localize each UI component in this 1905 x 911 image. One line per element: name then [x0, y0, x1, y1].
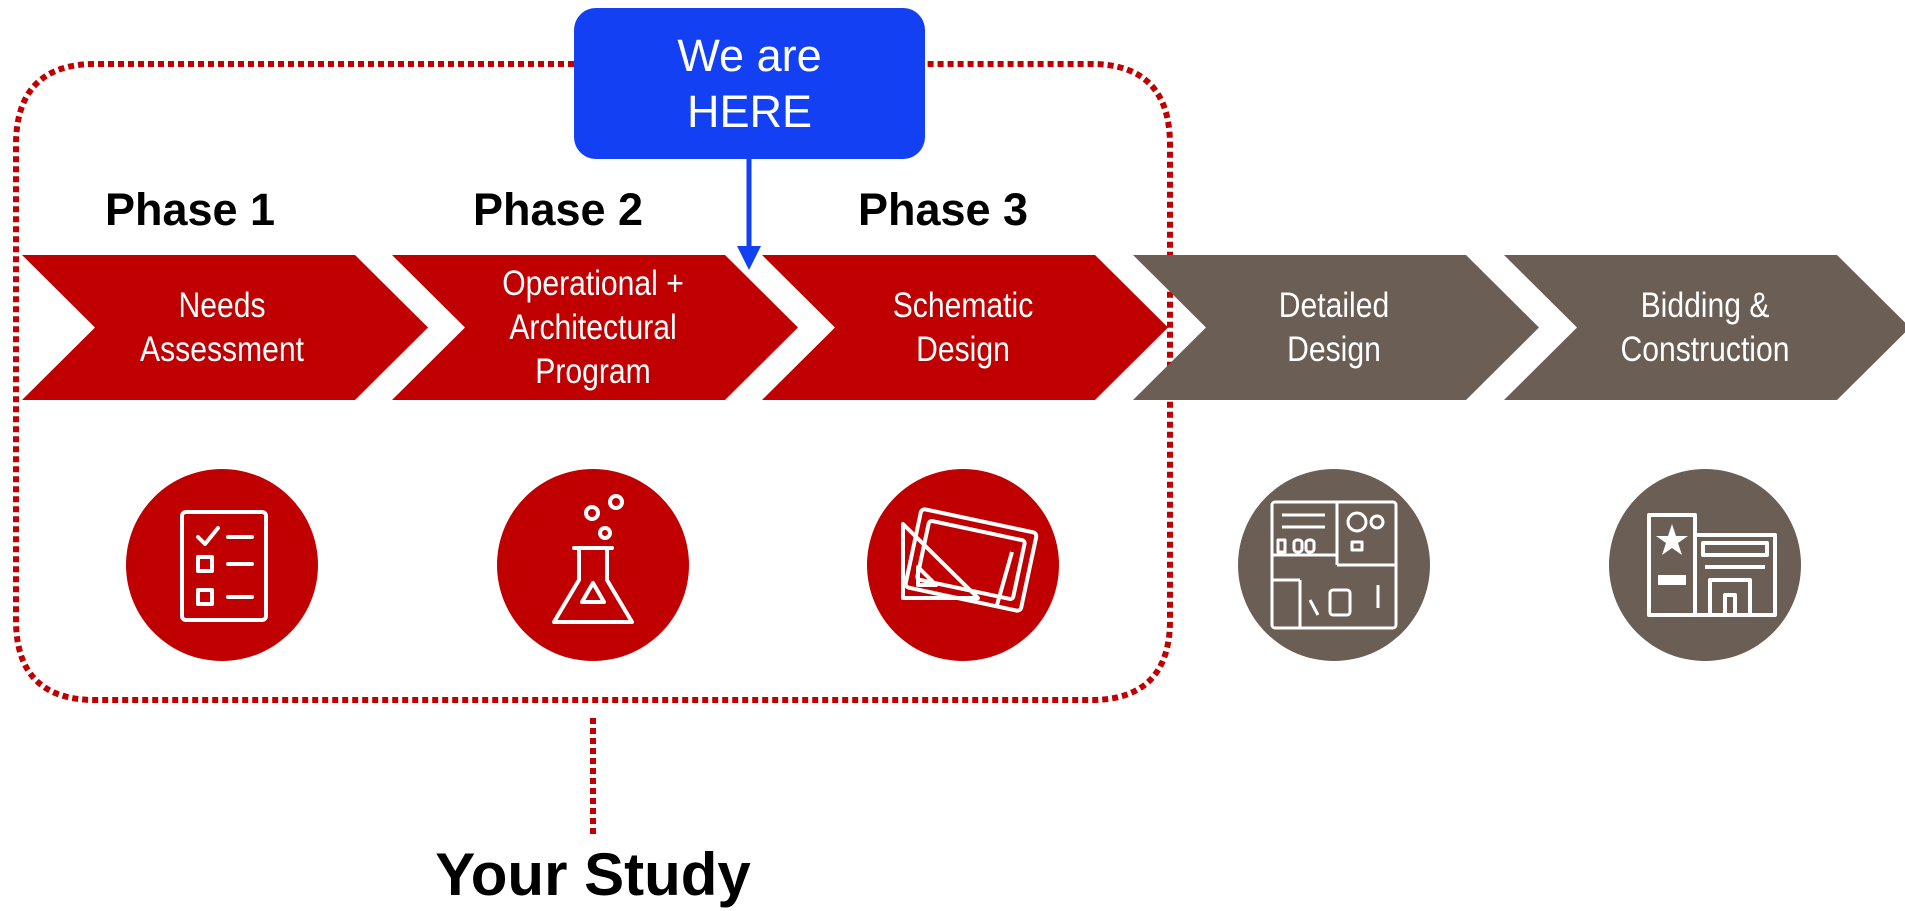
- step-icon-circle-2: [497, 469, 689, 661]
- phase-2-label: Phase 2: [472, 184, 644, 235]
- step-chevron-4: [1133, 255, 1539, 400]
- step-label-schematic-design: Schematic Design: [892, 285, 1034, 369]
- drafting-icon: [901, 507, 1039, 613]
- flask-icon: [552, 494, 634, 624]
- step-chevron-3: [762, 255, 1168, 400]
- your-study-label: Your Study: [435, 841, 751, 908]
- we-are-here-marker: We are HERE: [574, 8, 925, 159]
- step-icon-circle-3: [867, 469, 1059, 661]
- step-label-program: Operational + Architectural Program: [502, 263, 684, 391]
- step-icon-circle-1: [126, 469, 318, 661]
- checklist-icon: [180, 510, 268, 622]
- step-label-bidding-construction: Bidding & Construction: [1620, 285, 1790, 369]
- step-chevron-1: [22, 255, 428, 400]
- study-scope-outline: [13, 61, 1173, 703]
- floor-plan-icon: [1270, 500, 1398, 630]
- here-arrow-head: [737, 246, 761, 270]
- step-chevron-2: [392, 255, 798, 400]
- phase-1-label: Phase 1: [104, 184, 276, 235]
- building-icon: [1647, 513, 1777, 617]
- step-label-needs-assessment: Needs Assessment: [140, 285, 304, 369]
- step-label-detailed-design: Detailed Design: [1278, 285, 1390, 369]
- step-chevron-5: [1504, 255, 1905, 400]
- step-icon-circle-4: [1238, 469, 1430, 661]
- phase-3-label: Phase 3: [857, 184, 1029, 235]
